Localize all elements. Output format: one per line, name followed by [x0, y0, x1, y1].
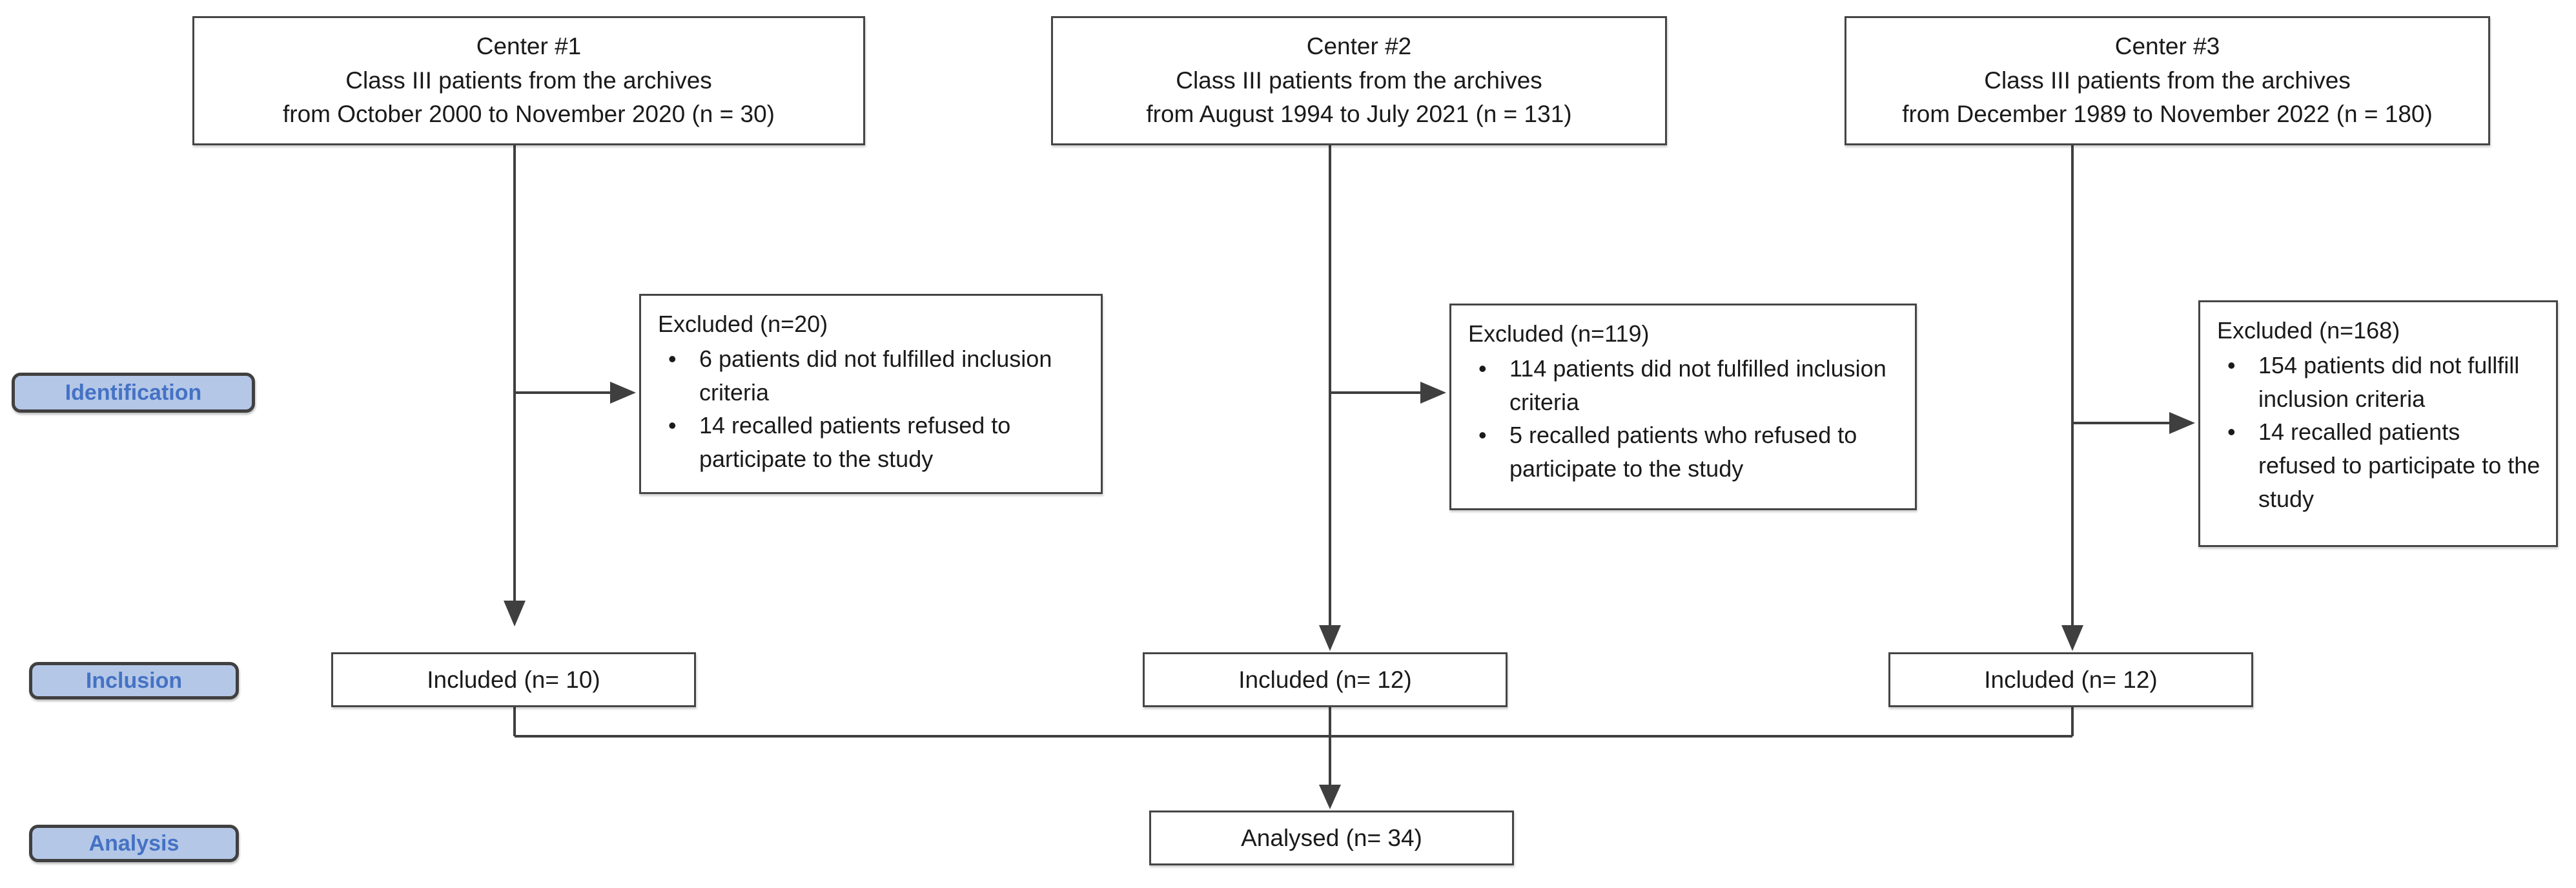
- stage-label-identification-text: Identification: [65, 380, 202, 405]
- center1-excluded-item2: 14 recalled patients refused to particip…: [658, 409, 1085, 476]
- center3-box: Center #3 Class III patients from the ar…: [1845, 16, 2490, 145]
- analysed-box: Analysed (n= 34): [1149, 811, 1514, 865]
- center1-excluded-arrowhead: [610, 382, 636, 404]
- center2-excluded-arrowhead: [1420, 382, 1446, 404]
- center1-down-arrowhead: [504, 601, 526, 626]
- analysed-arrowhead: [1319, 785, 1341, 809]
- analysed-text: Analysed (n= 34): [1241, 824, 1422, 851]
- center3-line3: from December 1989 to November 2022 (n =…: [1902, 101, 2433, 128]
- center2-excluded-title: Excluded (n=119): [1468, 320, 1650, 347]
- center1-excluded-title: Excluded (n=20): [658, 311, 828, 337]
- stage-label-analysis-text: Analysis: [88, 831, 179, 856]
- center1-excluded-item1-text: 6 patients did not fulfilled inclusion c…: [699, 345, 1052, 406]
- center3-excluded-title: Excluded (n=168): [2217, 317, 2400, 344]
- center1-included-box: Included (n= 10): [331, 652, 696, 707]
- center2-down-arrowhead: [1319, 625, 1341, 651]
- center2-line3: from August 1994 to July 2021 (n = 131): [1146, 101, 1572, 128]
- center3-included-box: Included (n= 12): [1888, 652, 2253, 707]
- center3-excluded-item2-text: 14 recalled patients refused to particip…: [2258, 418, 2540, 513]
- center2-included-box: Included (n= 12): [1143, 652, 1508, 707]
- stage-label-identification: Identification: [12, 373, 255, 413]
- center1-box: Center #1 Class III patients from the ar…: [192, 16, 865, 145]
- center2-box: Center #2 Class III patients from the ar…: [1051, 16, 1667, 145]
- center2-line2: Class III patients from the archives: [1176, 67, 1542, 94]
- stage-label-analysis: Analysis: [29, 825, 239, 862]
- center3-excluded-box: Excluded (n=168) 154 patients did not fu…: [2198, 300, 2558, 547]
- center3-excluded-item1-text: 154 patients did not fullfill inclusion …: [2258, 351, 2520, 412]
- center1-included-text: Included (n= 10): [427, 666, 600, 693]
- center2-excluded-item2-text: 5 recalled patients who refused to parti…: [1509, 422, 1857, 482]
- center1-excluded-item2-text: 14 recalled patients refused to particip…: [699, 412, 1011, 473]
- center3-excluded-item2: 14 recalled patients refused to particip…: [2217, 415, 2540, 515]
- center3-line2: Class III patients from the archives: [1984, 67, 2351, 94]
- center3-included-text: Included (n= 12): [1984, 666, 2158, 693]
- center2-excluded-box: Excluded (n=119) 114 patients did not fu…: [1449, 304, 1917, 510]
- center1-excluded-box: Excluded (n=20) 6 patients did not fulfi…: [639, 294, 1103, 494]
- center3-title: Center #3: [2114, 33, 2220, 60]
- center1-excluded-list: 6 patients did not fulfilled inclusion c…: [658, 342, 1085, 476]
- center3-excluded-arrowhead: [2169, 412, 2195, 434]
- center1-title: Center #1: [476, 33, 582, 60]
- center1-line2: Class III patients from the archives: [345, 67, 712, 94]
- center1-line3: from October 2000 to November 2020 (n = …: [283, 101, 775, 128]
- center2-excluded-item1: 114 patients did not fulfilled inclusion…: [1468, 352, 1899, 419]
- center3-down-arrowhead: [2061, 625, 2083, 651]
- center2-title: Center #2: [1306, 33, 1412, 60]
- center1-excluded-item1: 6 patients did not fulfilled inclusion c…: [658, 342, 1085, 409]
- center3-excluded-list: 154 patients did not fullfill inclusion …: [2217, 349, 2540, 516]
- stage-label-inclusion: Inclusion: [29, 662, 239, 699]
- center2-excluded-item2: 5 recalled patients who refused to parti…: [1468, 418, 1899, 486]
- stage-label-inclusion-text: Inclusion: [85, 668, 183, 693]
- center2-included-text: Included (n= 12): [1238, 666, 1412, 693]
- center2-excluded-item1-text: 114 patients did not fulfilled inclusion…: [1509, 355, 1886, 415]
- center3-excluded-item1: 154 patients did not fullfill inclusion …: [2217, 349, 2540, 416]
- center2-excluded-list: 114 patients did not fulfilled inclusion…: [1468, 352, 1899, 486]
